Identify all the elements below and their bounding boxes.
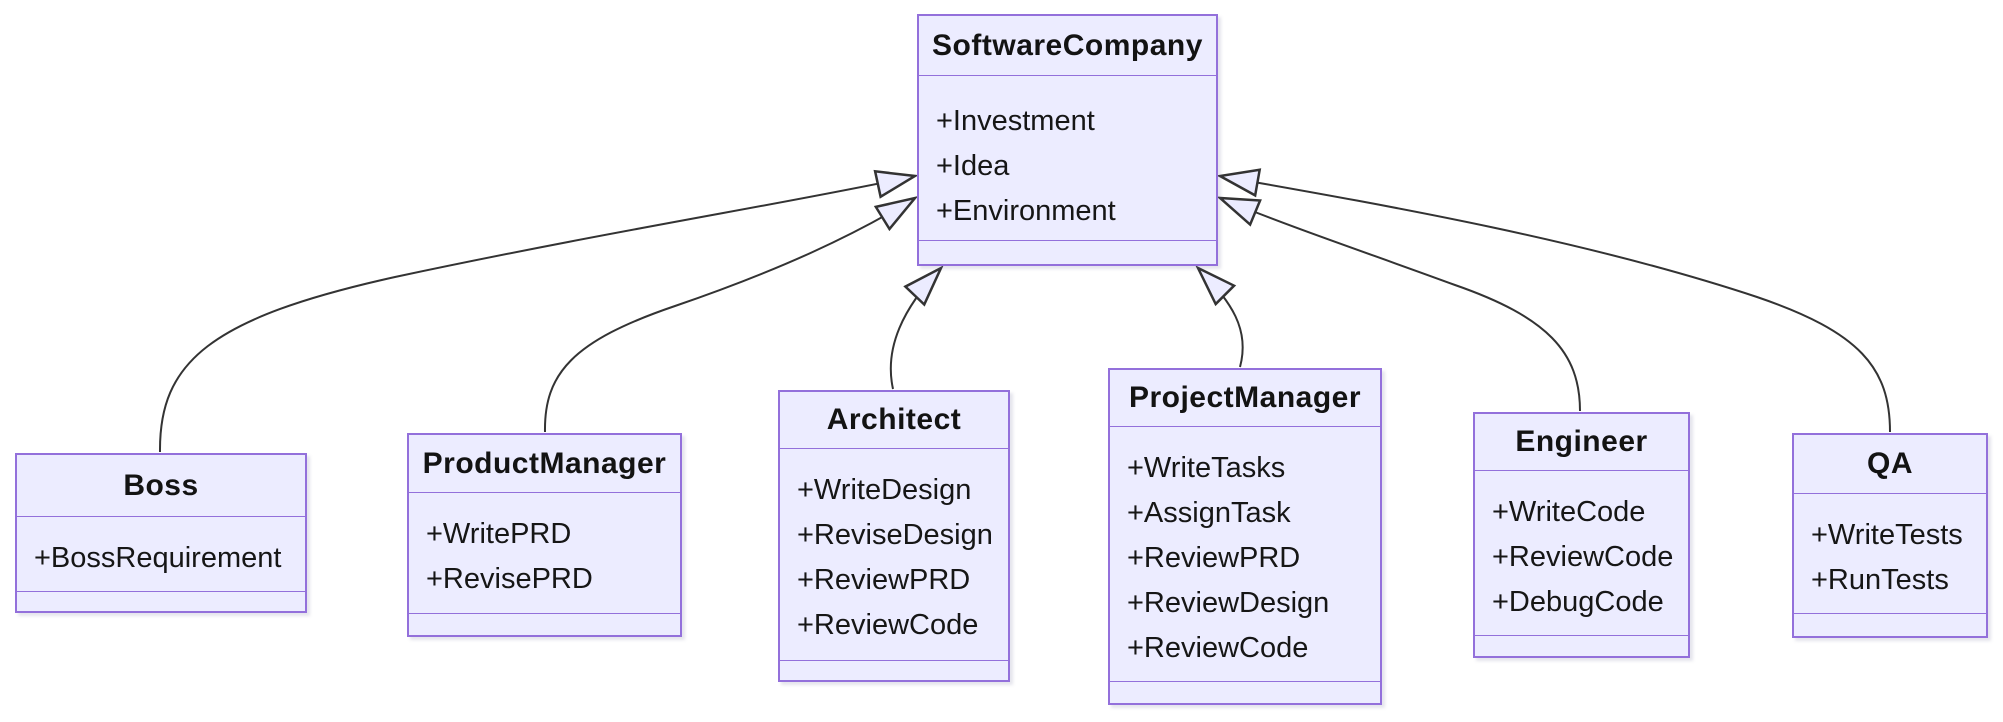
class-softwarecompany-title: SoftwareCompany: [932, 28, 1203, 62]
class-member: +AssignTask: [1127, 497, 1291, 529]
class-engineer-methods-empty: [1475, 635, 1688, 656]
class-softwarecompany: SoftwareCompany +Investment +Idea +Envir…: [917, 14, 1218, 266]
class-architect: Architect +WriteDesign +ReviseDesign +Re…: [778, 390, 1010, 682]
class-member: +Environment: [936, 195, 1116, 227]
class-productmanager: ProductManager +WritePRD +RevisePRD: [407, 433, 682, 637]
class-projectmanager-methods-empty: [1110, 681, 1380, 703]
class-member: +ReviewDesign: [1127, 587, 1330, 619]
class-productmanager-methods-empty: [409, 613, 680, 635]
class-member: +Investment: [936, 105, 1095, 137]
class-member: +WritePRD: [426, 518, 572, 550]
edge-architect-inheritance: [889, 265, 944, 390]
edge-productmanager-inheritance: [543, 195, 919, 433]
class-qa-members: +WriteTests +RunTests: [1794, 493, 1986, 613]
class-member: +ReviewCode: [1127, 632, 1309, 664]
class-member: +WriteDesign: [797, 474, 972, 506]
class-boss-title: Boss: [123, 468, 199, 502]
class-boss-methods-empty: [17, 591, 305, 611]
class-boss: Boss +BossRequirement: [15, 453, 307, 613]
class-architect-members: +WriteDesign +ReviseDesign +ReviewPRD +R…: [780, 448, 1008, 660]
class-softwarecompany-methods-empty: [919, 240, 1216, 264]
class-member: +ReviewCode: [1492, 541, 1674, 573]
class-engineer-members: +WriteCode +ReviewCode +DebugCode: [1475, 470, 1688, 635]
class-softwarecompany-members: +Investment +Idea +Environment: [919, 75, 1216, 240]
edge-boss-inheritance: [158, 169, 919, 453]
class-projectmanager-members: +WriteTasks +AssignTask +ReviewPRD +Revi…: [1110, 426, 1380, 681]
class-member: +ReviseDesign: [797, 519, 993, 551]
class-productmanager-title: ProductManager: [422, 446, 667, 480]
class-member: +WriteTasks: [1127, 452, 1286, 484]
class-qa-title: QA: [1867, 447, 1913, 480]
class-engineer-title: Engineer: [1515, 425, 1648, 458]
class-engineer: Engineer +WriteCode +ReviewCode +DebugCo…: [1473, 412, 1690, 658]
class-member: +ReviewPRD: [797, 564, 971, 596]
class-member: +ReviewPRD: [1127, 542, 1301, 574]
class-qa: QA +WriteTests +RunTests: [1792, 433, 1988, 638]
class-qa-methods-empty: [1794, 613, 1986, 636]
class-member: +WriteCode: [1492, 496, 1646, 528]
class-architect-methods-empty: [780, 660, 1008, 680]
class-member: +BossRequirement: [34, 542, 282, 574]
edge-qa-inheritance: [1216, 168, 1891, 433]
class-member: +RevisePRD: [426, 563, 593, 595]
class-projectmanager: ProjectManager +WriteTasks +AssignTask +…: [1108, 368, 1382, 705]
class-boss-members: +BossRequirement: [17, 516, 305, 591]
class-member: +WriteTests: [1811, 519, 1963, 551]
class-member: +ReviewCode: [797, 609, 979, 641]
class-architect-title: Architect: [826, 403, 962, 436]
edge-projectmanager-inheritance: [1195, 265, 1244, 368]
class-productmanager-members: +WritePRD +RevisePRD: [409, 492, 680, 613]
class-member: +RunTests: [1811, 564, 1949, 596]
class-member: +Idea: [936, 150, 1010, 182]
class-member: +DebugCode: [1492, 586, 1664, 618]
edge-engineer-inheritance: [1216, 196, 1581, 412]
class-projectmanager-title: ProjectManager: [1128, 381, 1362, 414]
